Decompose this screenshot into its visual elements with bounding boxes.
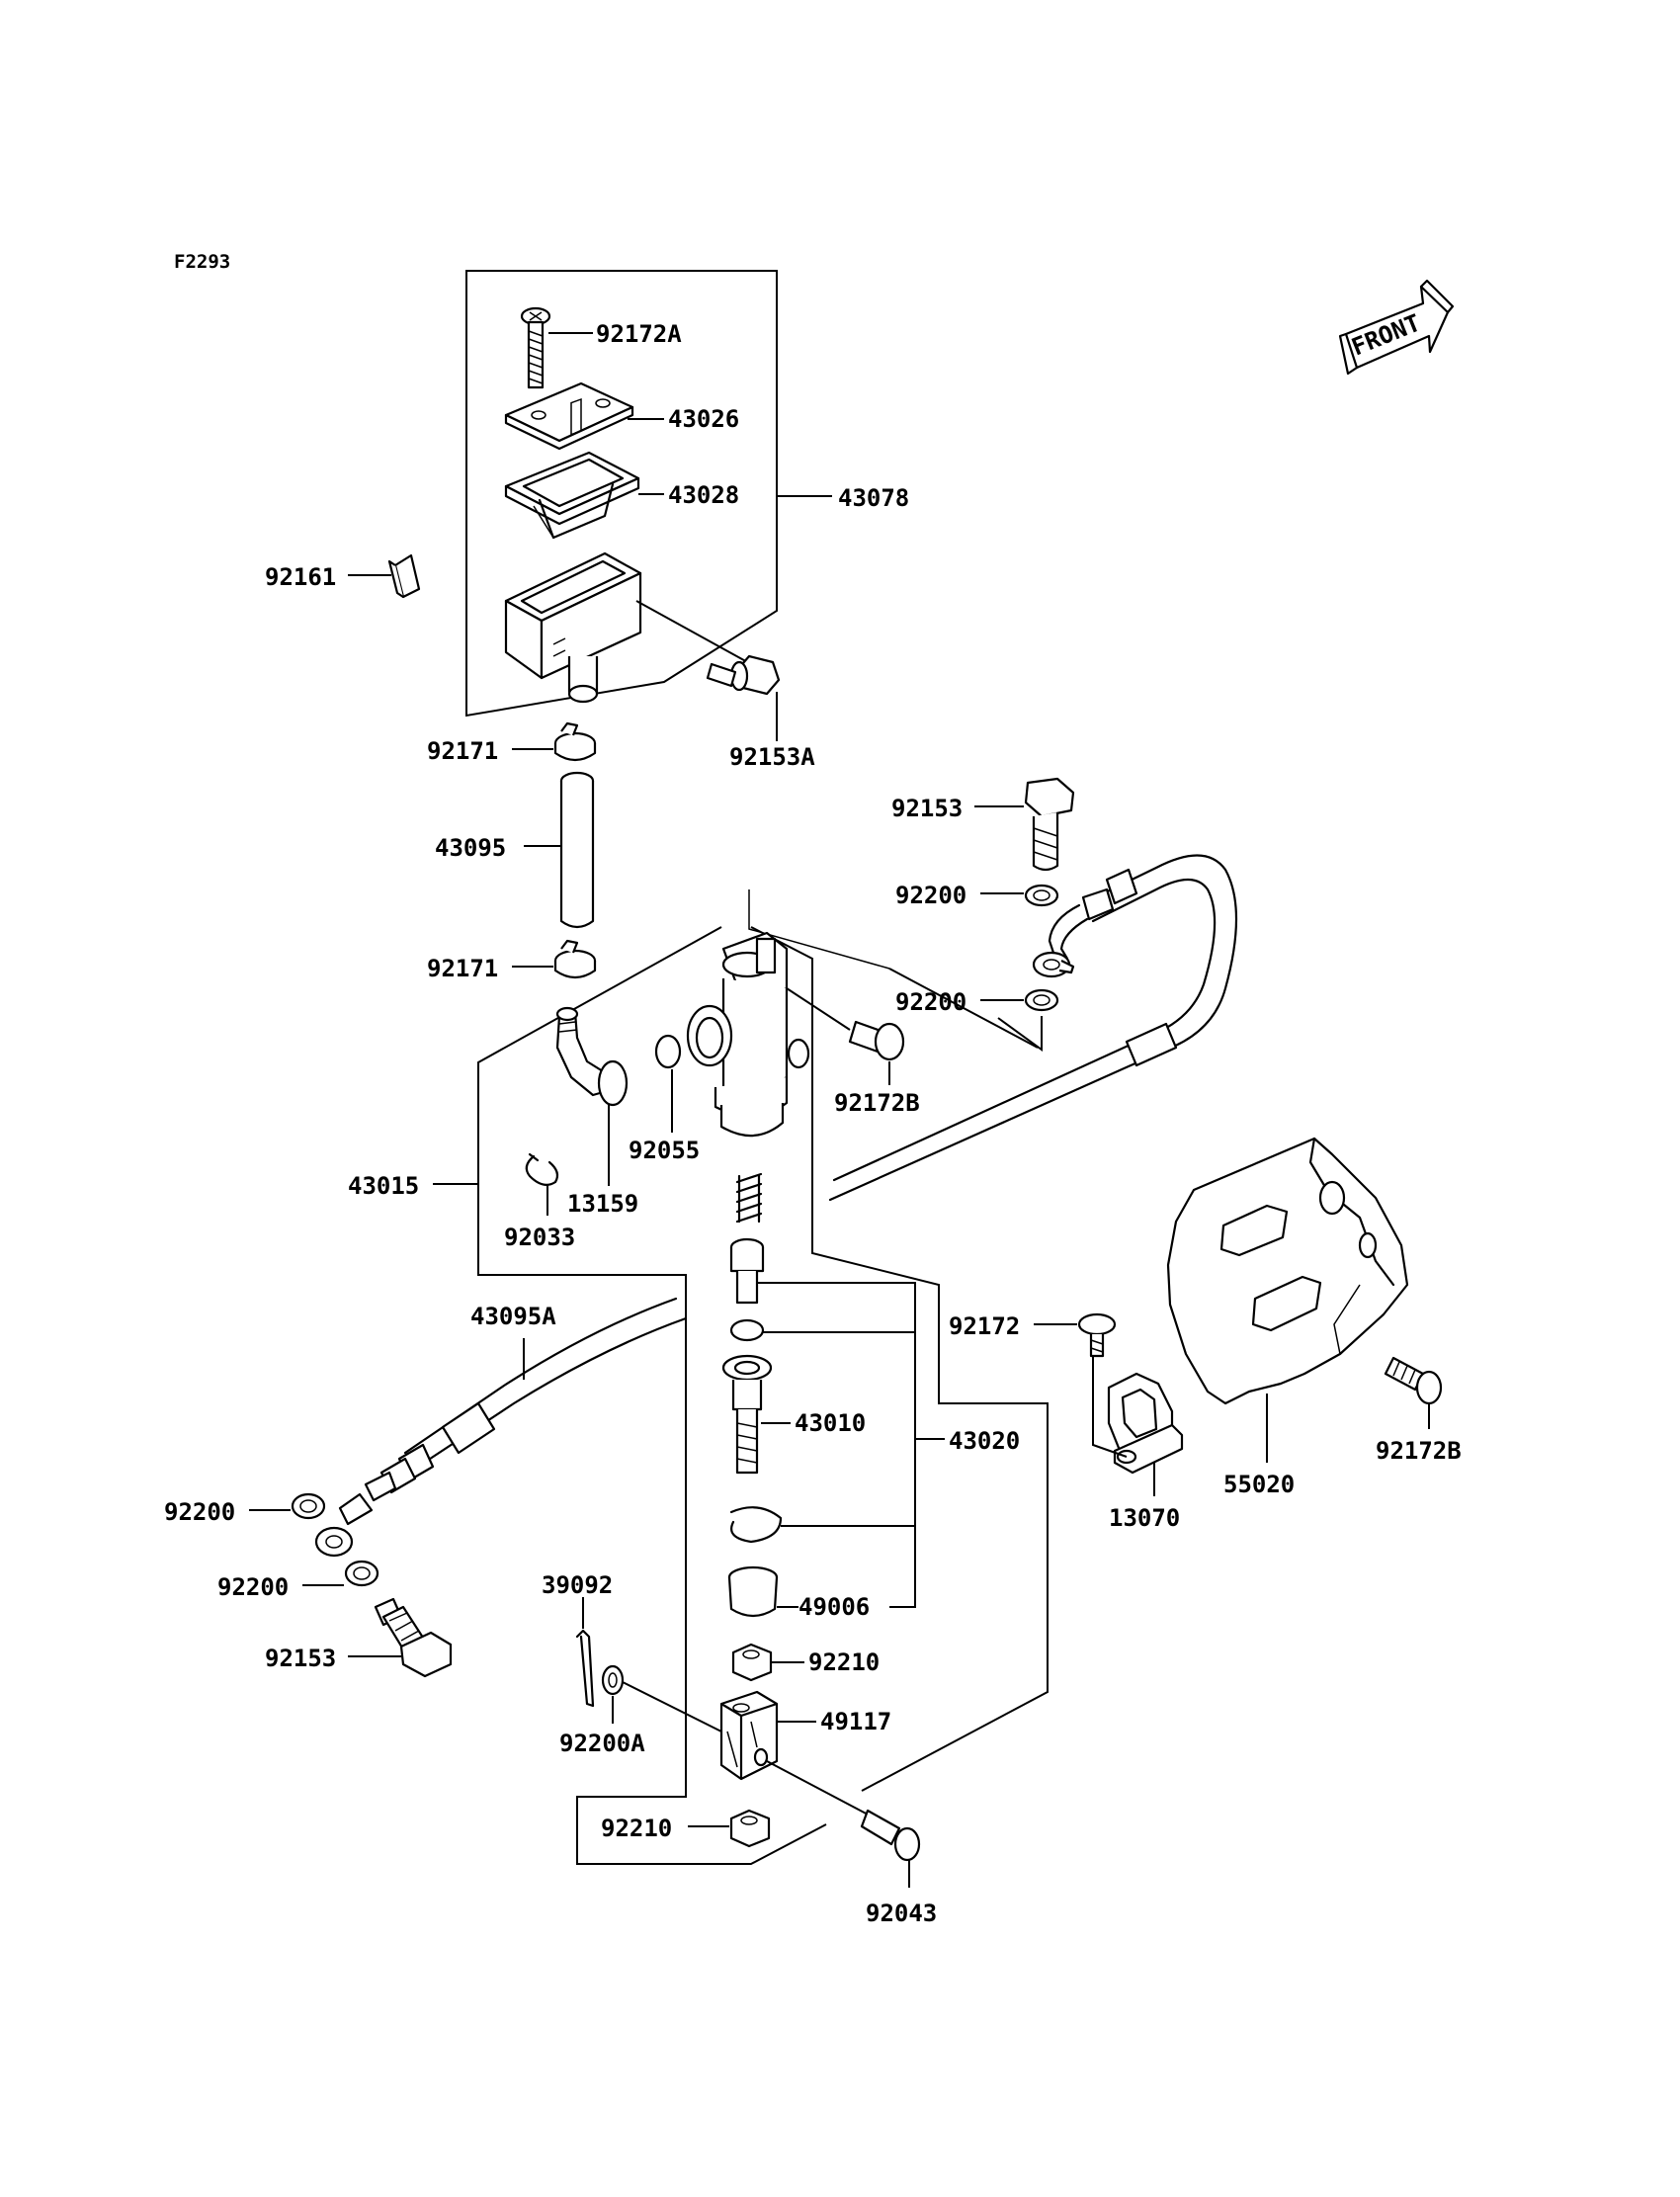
block-92161-icon <box>387 553 421 599</box>
hose-guide-13070-icon <box>1107 1372 1184 1475</box>
label-13159: 13159 <box>567 1190 638 1218</box>
label-43010: 43010 <box>795 1409 866 1437</box>
nut-92210-b-icon <box>729 1809 771 1848</box>
label-92172: 92172 <box>949 1312 1020 1340</box>
washer-92200-d-icon <box>344 1560 379 1587</box>
hose-clamp-top-icon <box>553 721 597 762</box>
snap-ring-icon <box>729 1506 783 1544</box>
label-92153A: 92153A <box>729 743 815 771</box>
label-92043: 92043 <box>866 1900 937 1927</box>
reservoir-cap-43026-icon <box>504 381 634 451</box>
label-43026: 43026 <box>668 405 739 433</box>
label-55020: 55020 <box>1223 1471 1295 1498</box>
leader-clevis-pin <box>766 1760 873 1817</box>
washer-92200A-icon <box>601 1664 625 1696</box>
washer-92200-a-icon <box>1024 884 1059 907</box>
front-arrow-icon: FRONT <box>1338 279 1455 376</box>
label-43015: 43015 <box>348 1172 419 1200</box>
leader-43020 <box>757 1282 945 1608</box>
label-92200-b: 92200 <box>895 988 966 1016</box>
master-cylinder-body-icon <box>686 931 810 1138</box>
label-49117: 49117 <box>820 1708 891 1735</box>
leader-bolt-to-guide <box>1092 1356 1128 1458</box>
bolt-92172-icon <box>1077 1312 1117 1358</box>
washer-92200-c-icon <box>291 1492 326 1520</box>
label-43078: 43078 <box>838 484 909 512</box>
label-92200-c: 92200 <box>164 1498 235 1526</box>
reservoir-body-icon <box>504 397 642 704</box>
o-ring-92055-icon <box>654 1034 682 1069</box>
banjo-bolt-92153-bottom-icon <box>374 1597 453 1678</box>
label-92172A: 92172A <box>596 320 682 348</box>
label-92171-bottom: 92171 <box>427 955 498 982</box>
circlip-92033-icon <box>525 1152 559 1187</box>
leader-washer-clevis <box>622 1681 722 1732</box>
push-rod-43010-icon <box>721 1354 773 1475</box>
guide-line-hose <box>888 968 1039 1049</box>
label-92172B-right: 92172B <box>1376 1437 1462 1465</box>
elbow-fitting-13159-icon <box>555 1006 629 1107</box>
leader-reservoir-bolt <box>635 600 752 665</box>
label-92161: 92161 <box>265 563 336 591</box>
label-92172B-top: 92172B <box>834 1089 920 1117</box>
guide-line-top <box>748 889 890 970</box>
leader-bleeder <box>786 987 851 1031</box>
label-39092: 39092 <box>542 1571 613 1599</box>
banjo-bolt-92153-top-icon <box>1024 777 1075 872</box>
leader-washer-pair <box>997 1016 1043 1052</box>
label-92055: 92055 <box>629 1137 700 1164</box>
label-92200-d: 92200 <box>217 1573 289 1601</box>
washer-92200-b-icon <box>1024 988 1059 1012</box>
clevis-49117-icon <box>719 1690 779 1781</box>
label-92200-a: 92200 <box>895 882 966 909</box>
brake-hose-upper-icon <box>828 854 1238 1202</box>
diaphragm-43028-icon <box>504 451 640 540</box>
label-49006: 49006 <box>798 1593 870 1621</box>
figure-code: F2293 <box>174 251 230 273</box>
label-92153-bottom: 92153 <box>265 1645 336 1672</box>
screw-92172A-icon <box>520 306 551 389</box>
cotter-pin-39092-icon <box>575 1629 595 1708</box>
clevis-pin-92043-icon <box>860 1809 921 1862</box>
label-92210-b: 92210 <box>601 1815 672 1842</box>
label-43095A: 43095A <box>470 1303 556 1330</box>
label-43095: 43095 <box>435 834 506 862</box>
piston-assembly-group-outline <box>750 926 1049 1792</box>
hose-43095-icon <box>559 771 595 929</box>
bolt-92172B-right-icon <box>1384 1356 1443 1405</box>
label-92153-top: 92153 <box>891 795 963 822</box>
label-92210-a: 92210 <box>808 1648 880 1676</box>
label-92200A: 92200A <box>559 1730 645 1757</box>
hose-clamp-bottom-icon <box>553 939 597 979</box>
label-43020: 43020 <box>949 1427 1020 1455</box>
bolt-92153A-icon <box>706 654 781 696</box>
label-92033: 92033 <box>504 1224 575 1251</box>
piston-icon <box>729 1237 765 1342</box>
master-cylinder-group-outline <box>477 926 827 1865</box>
bolt-92172B-top-icon <box>848 1020 905 1061</box>
brake-hose-lower-icon <box>314 1297 688 1558</box>
label-13070: 13070 <box>1109 1504 1180 1532</box>
spring-icon <box>735 1172 763 1224</box>
label-43028: 43028 <box>668 481 739 509</box>
guard-55020-icon <box>1166 1137 1409 1405</box>
dust-boot-49006-icon <box>727 1565 779 1618</box>
nut-92210-a-icon <box>731 1643 773 1682</box>
label-92171-top: 92171 <box>427 737 498 765</box>
